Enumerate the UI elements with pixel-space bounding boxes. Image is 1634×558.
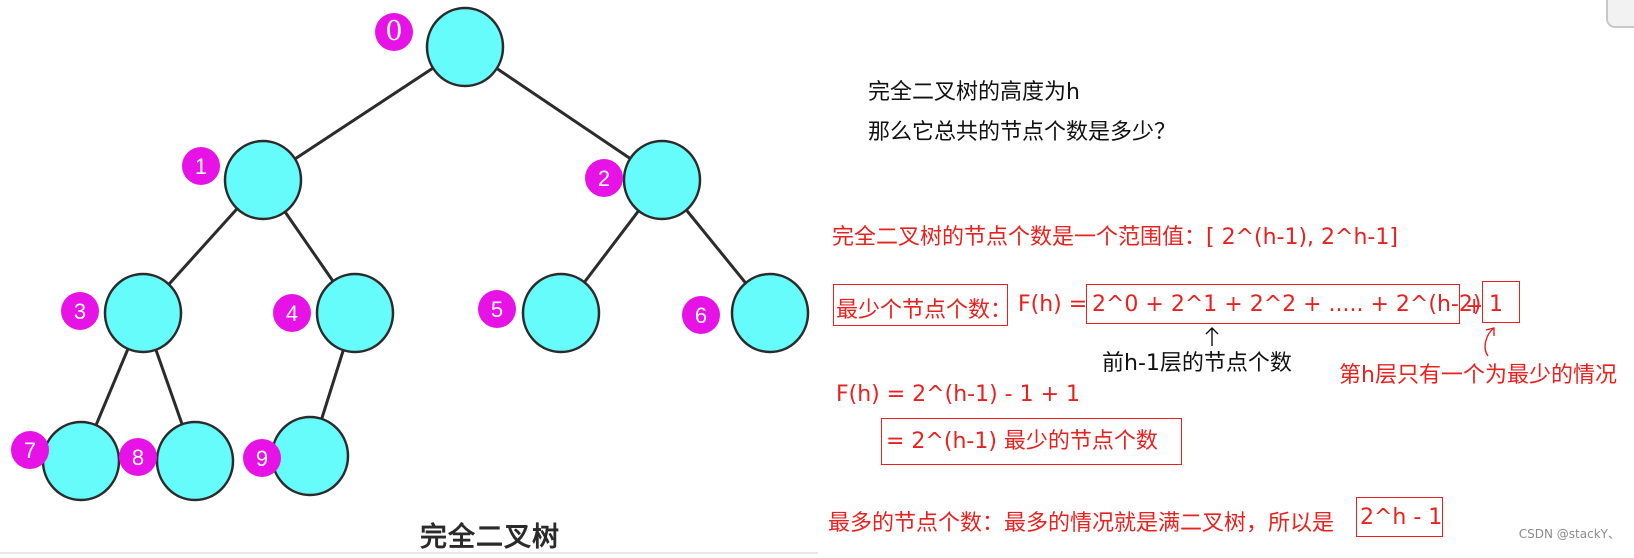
node-index-circle (119, 438, 157, 476)
tree-node (730, 272, 810, 354)
node-index-label: 3 (74, 299, 86, 324)
node-index-circle (585, 159, 623, 197)
corner-widget (1606, 0, 1634, 28)
min-result-box (881, 418, 1182, 465)
node-index-circle (273, 294, 311, 332)
fh-line-2: F(h) = 2^(h-1) - 1 + 1 (836, 382, 1080, 407)
node-index-badge: 7 (11, 431, 49, 469)
node-index-label: 4 (286, 301, 298, 326)
fh-prefix: F(h) = (1018, 292, 1088, 317)
node-index-badge: 6 (682, 296, 720, 334)
node-index-circle (182, 147, 220, 185)
tree-node (622, 139, 702, 221)
sum-box (1086, 284, 1460, 324)
node-index-label: 8 (132, 445, 144, 470)
node-index-circle (375, 13, 413, 51)
one-box (1482, 281, 1520, 323)
node-index-label: 7 (24, 438, 36, 463)
min-label: 最少个节点个数： (836, 298, 1013, 323)
node-index-label: 6 (695, 303, 707, 328)
tree-nodes (41, 6, 810, 502)
node-index-badge: 5 (478, 290, 516, 328)
node-index-circle (11, 431, 49, 469)
tree-node (425, 6, 505, 88)
complete-binary-tree-diagram: 0 1 2 3 4 5 6 7 8 9 (11, 6, 810, 502)
prev-layers-arrow (1205, 327, 1219, 346)
tree-node (521, 272, 601, 354)
max-value: 2^h - 1 (1360, 505, 1443, 530)
node-index-label: 2 (598, 166, 610, 191)
max-statement: 最多的节点个数：最多的情况就是满二叉树，所以是 (828, 511, 1335, 536)
node-index-badge: 0 (375, 13, 413, 51)
node-index-label: 5 (491, 297, 503, 322)
last-layer-arrow (1484, 327, 1495, 357)
node-index-label: 0 (385, 16, 402, 47)
tree-node (315, 272, 395, 354)
node-index-circle (243, 439, 281, 477)
fh-line-3: = 2^(h-1) 最少的节点个数 (886, 429, 1158, 454)
node-index-label: 9 (256, 446, 268, 471)
node-index-label: 1 (195, 154, 207, 179)
node-index-badge: 4 (273, 294, 311, 332)
divider-line (0, 552, 818, 554)
one-value: 1 (1489, 292, 1503, 317)
last-layer-note: 第h层只有一个为最少的情况 (1339, 363, 1617, 388)
node-index-badge: 9 (243, 439, 281, 477)
tree-node (223, 139, 303, 221)
node-index-badge: 1 (182, 147, 220, 185)
watermark: CSDN @stackY、 (1518, 527, 1620, 541)
node-index-circle (682, 296, 720, 334)
tree-node (103, 272, 183, 354)
range-statement: 完全二叉树的节点个数是一个范围值：[ 2^(h-1), 2^h-1] (832, 225, 1398, 250)
prev-layers-note: 前h-1层的节点个数 (1102, 351, 1292, 376)
tree-edge (262, 45, 466, 182)
question-line-1: 完全二叉树的高度为h (868, 80, 1080, 105)
question-line-2: 那么它总共的节点个数是多少？ (868, 120, 1177, 145)
node-index-badge: 2 (585, 159, 623, 197)
node-index-badge: 8 (119, 438, 157, 476)
plus-sign: + (1465, 294, 1484, 319)
max-value-box (1356, 497, 1443, 537)
node-index-labels: 0 1 2 3 4 5 6 7 8 9 (11, 13, 720, 477)
node-index-circle (478, 290, 516, 328)
node-index-badge: 3 (61, 292, 99, 330)
sum-expression: 2^0 + 2^1 + 2^2 + ..... + 2^(h-2) (1092, 292, 1482, 317)
tree-caption: 完全二叉树 (420, 522, 560, 553)
min-label-box (833, 284, 1008, 326)
node-index-circle (61, 292, 99, 330)
tree-node (155, 420, 235, 502)
